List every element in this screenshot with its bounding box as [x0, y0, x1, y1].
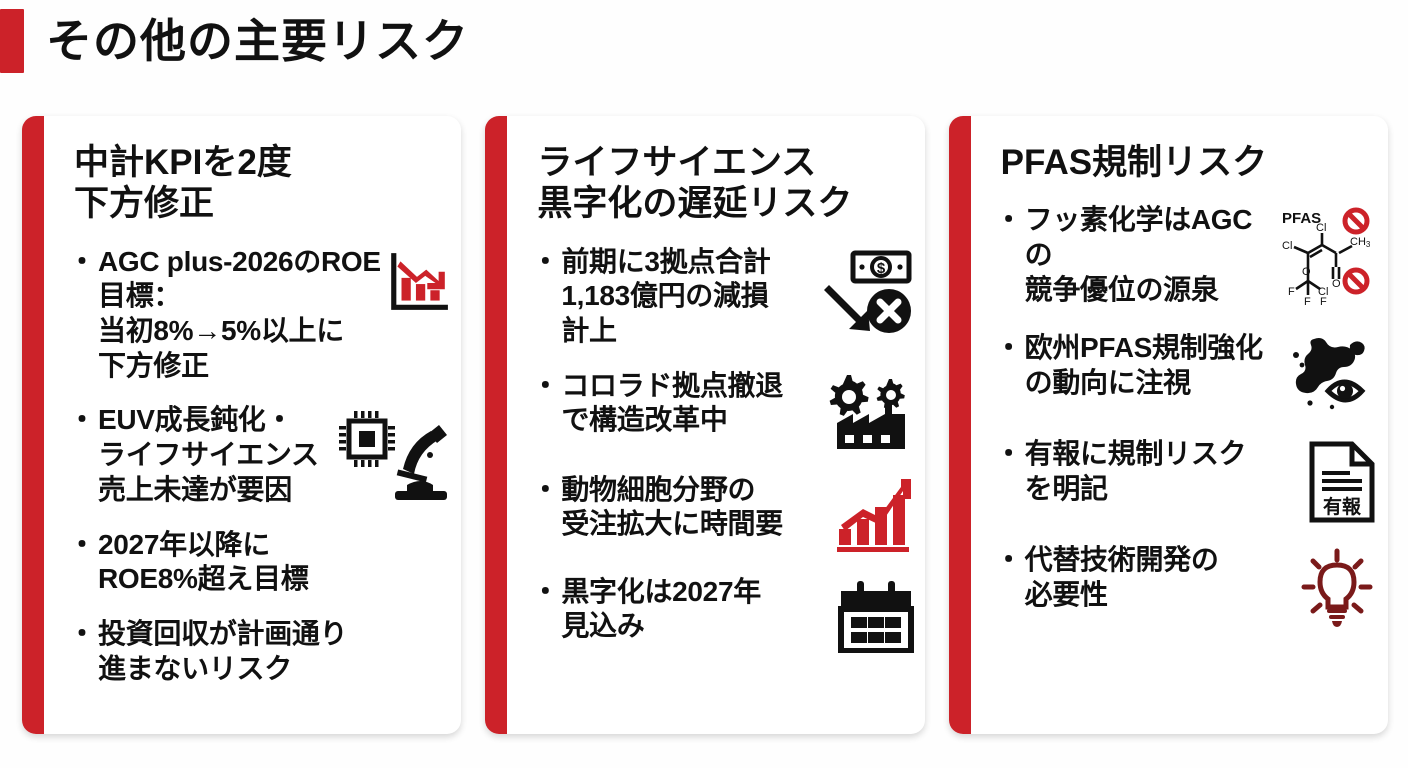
calendar-icon [837, 579, 915, 653]
list-item: 欧州PFAS規制強化 の動向に注視 [995, 331, 1378, 417]
list-item: コロラド拠点撤退 で構造改革中 [531, 369, 915, 453]
svg-text:O: O [1332, 278, 1341, 290]
svg-text:F: F [1320, 296, 1327, 308]
bullet-text: EUV成長鈍化・ ライフサイエンス 売上未達が要因 [68, 403, 319, 507]
svg-text:Cl: Cl [1318, 286, 1328, 298]
bullet-text: 投資回収が計画通り 進まないリスク [68, 617, 348, 686]
card-heading: PFAS規制リスク [1000, 143, 1268, 182]
svg-text:F: F [1304, 296, 1311, 308]
risk-card-life-science: ライフサイエンス 黒字化の遅延リスク 前期に3拠点合計 1,183億円の減損 計… [485, 116, 925, 734]
money-loss-icon: $ [823, 249, 915, 337]
bullet-text: コロラド拠点撤退 で構造改革中 [531, 369, 783, 438]
svg-text:$: $ [876, 260, 885, 277]
list-item: 2027年以降に ROE8%超え目標 [68, 528, 451, 597]
card-bullet-list: 前期に3拠点合計 1,183億円の減損 計上 $ [531, 245, 915, 653]
svg-text:F: F [1288, 286, 1295, 298]
bullet-text: 有報に規制リスク を明記 [995, 437, 1247, 506]
list-item: AGC plus-2026のROE目標： 当初8%→5%以上に 下方修正 [68, 245, 451, 384]
svg-text:Cl: Cl [1316, 222, 1326, 234]
chip-microscope-icon [331, 407, 451, 503]
bullet-text: フッ素化学はAGCの 競争優位の源泉 [995, 203, 1270, 307]
list-item: EUV成長鈍化・ ライフサイエンス 売上未達が要因 [68, 403, 451, 507]
list-item: 投資回収が計画通り 進まないリスク [68, 617, 451, 686]
europe-eye-icon [1284, 335, 1378, 417]
list-item: 前期に3拠点合計 1,183億円の減損 計上 $ [531, 245, 915, 349]
title-accent-bar [0, 9, 24, 73]
lightbulb-icon [1296, 547, 1378, 629]
svg-text:O: O [1302, 266, 1311, 278]
risk-card-kpi: 中計KPIを2度 下方修正 AGC plus-2026のROE目標： 当初8%→… [22, 116, 462, 734]
card-heading: ライフサイエンス 黒字化の遅延リスク [537, 143, 853, 224]
card-accent-stripe [22, 116, 44, 734]
card-bullet-list: AGC plus-2026のROE目標： 当初8%→5%以上に 下方修正 [68, 245, 451, 687]
svg-text:Cl: Cl [1282, 240, 1292, 252]
card-heading: 中計KPIを2度 下方修正 [74, 143, 292, 224]
bullet-text: 前期に3拠点合計 1,183億円の減損 計上 [531, 245, 770, 349]
pfas-label: PFAS [1282, 210, 1321, 227]
list-item: 動物細胞分野の 受注拡大に時間要 [531, 473, 915, 555]
slide-title-row: その他の主要リスク [0, 8, 469, 74]
factory-gears-icon [827, 373, 915, 453]
list-item: フッ素化学はAGCの 競争優位の源泉 PFAS [995, 203, 1378, 311]
bullet-text: 欧州PFAS規制強化 の動向に注視 [995, 331, 1263, 400]
risk-card-deck: 中計KPIを2度 下方修正 AGC plus-2026のROE目標： 当初8%→… [22, 116, 1388, 736]
card-bullet-list: フッ素化学はAGCの 競争優位の源泉 PFAS [995, 203, 1378, 629]
svg-text:CH3: CH3 [1350, 236, 1371, 249]
bullet-text: 黒字化は2027年 見込み [531, 575, 761, 644]
page-title: その他の主要リスク [46, 15, 469, 67]
card-accent-stripe [948, 116, 971, 734]
rising-bar-chart-icon [833, 477, 915, 555]
pfas-molecule-icon: PFAS [1274, 207, 1378, 311]
risk-card-pfas: PFAS規制リスク フッ素化学はAGCの 競争優位の源泉 PFAS [948, 116, 1388, 734]
list-item: 黒字化は2027年 見込み [531, 575, 915, 653]
list-item: 有報に規制リスク を明記 有報 [995, 437, 1378, 523]
bullet-text: AGC plus-2026のROE目標： 当初8%→5%以上に 下方修正 [68, 245, 381, 384]
list-item: 代替技術開発の 必要性 [995, 543, 1378, 629]
document-yuho-icon: 有報 [1306, 441, 1378, 523]
bullet-text: 動物細胞分野の 受注拡大に時間要 [531, 473, 783, 542]
declining-bar-chart-icon [385, 249, 451, 315]
bullet-text: 代替技術開発の 必要性 [995, 543, 1219, 612]
bullet-text: 2027年以降に ROE8%超え目標 [68, 528, 309, 597]
document-label: 有報 [1323, 495, 1362, 518]
card-accent-stripe [485, 116, 508, 734]
